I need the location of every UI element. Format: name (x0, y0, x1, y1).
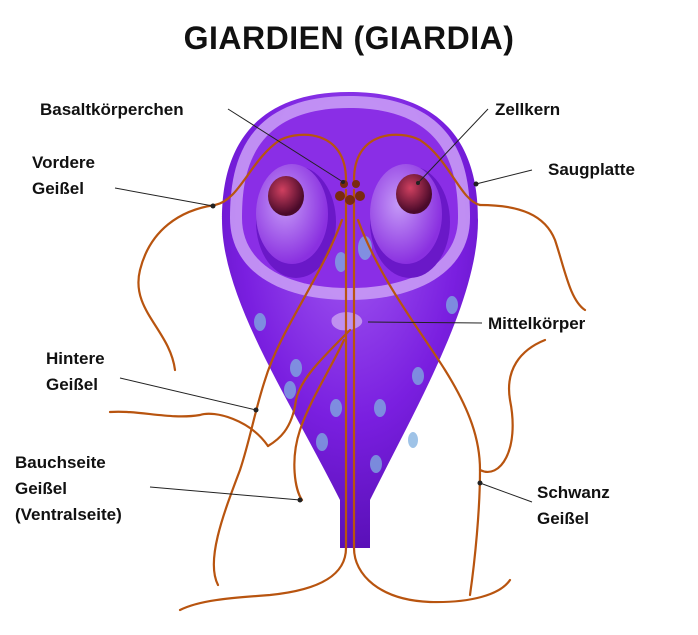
nucleus-right (370, 164, 450, 278)
label-hintere-geissel: Hintere Geißel (46, 349, 105, 394)
label-saugplatte: Saugplatte (548, 160, 635, 179)
label-schwanz-geissel: Schwanz Geißel (537, 483, 610, 528)
nucleus-left (256, 164, 336, 278)
label-mittelkoerper: Mittelkörper (488, 314, 586, 333)
label-basalkoerperchen: Basaltkörperchen (40, 100, 184, 119)
label-zellkern: Zellkern (495, 100, 561, 119)
basal-bodies (335, 180, 365, 205)
label-bauchseite-geissel: Bauchseite Geißel (Ventralseite) (15, 453, 122, 524)
page-title: GIARDIEN (GIARDIA) (183, 20, 515, 56)
leader-lines (114, 108, 533, 503)
label-vordere-geissel: Vordere Geißel (32, 153, 95, 198)
flagella (108, 133, 587, 612)
leader-dots (210, 180, 483, 503)
vacuoles (254, 236, 458, 473)
